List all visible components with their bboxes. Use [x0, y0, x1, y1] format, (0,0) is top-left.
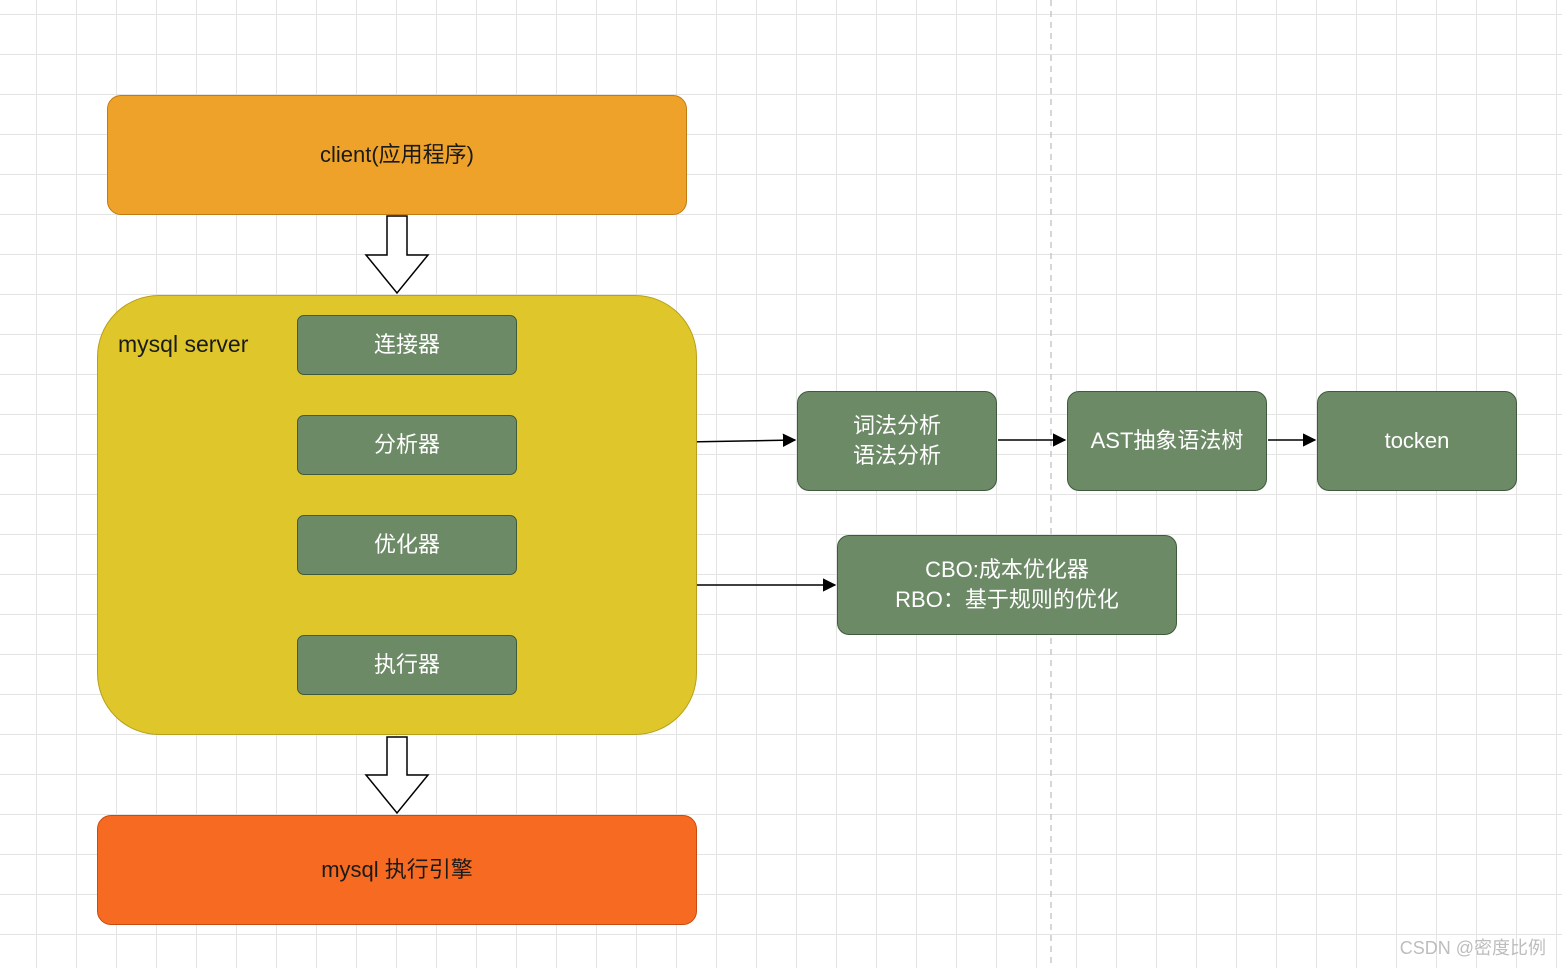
ast-node: AST抽象语法树: [1067, 391, 1267, 491]
engine-label: mysql 执行引擎: [321, 857, 473, 882]
rbo-label: RBO：基于规则的优化: [895, 587, 1119, 612]
connector-node: 连接器: [297, 315, 517, 375]
analyzer-node: 分析器: [297, 415, 517, 475]
token-node: tocken: [1317, 391, 1517, 491]
optimizer-note-node: CBO:成本优化器 RBO：基于规则的优化: [837, 535, 1177, 635]
execution-engine-node: mysql 执行引擎: [97, 815, 697, 925]
cbo-label: CBO:成本优化器: [925, 557, 1089, 582]
executor-node: 执行器: [297, 635, 517, 695]
token-label: tocken: [1384, 428, 1450, 453]
analyzer-label: 分析器: [373, 432, 440, 457]
client-node: client(应用程序): [107, 95, 687, 215]
lexical-label: 词法分析: [852, 413, 941, 438]
block-arrow-client-to-server: [364, 215, 430, 295]
executor-label: 执行器: [373, 652, 440, 677]
optimizer-label: 优化器: [373, 532, 440, 557]
syntax-label: 语法分析: [852, 443, 941, 468]
optimizer-node: 优化器: [297, 515, 517, 575]
ast-label: AST抽象语法树: [1090, 428, 1244, 453]
block-arrow-server-to-engine: [364, 736, 430, 815]
mysql-server-label: mysql server: [118, 331, 249, 357]
lexical-syntax-node: 词法分析 语法分析: [797, 391, 997, 491]
client-label: client(应用程序): [319, 142, 474, 167]
watermark: CSDN @密度比例: [1399, 938, 1546, 958]
connector-label: 连接器: [373, 332, 440, 357]
